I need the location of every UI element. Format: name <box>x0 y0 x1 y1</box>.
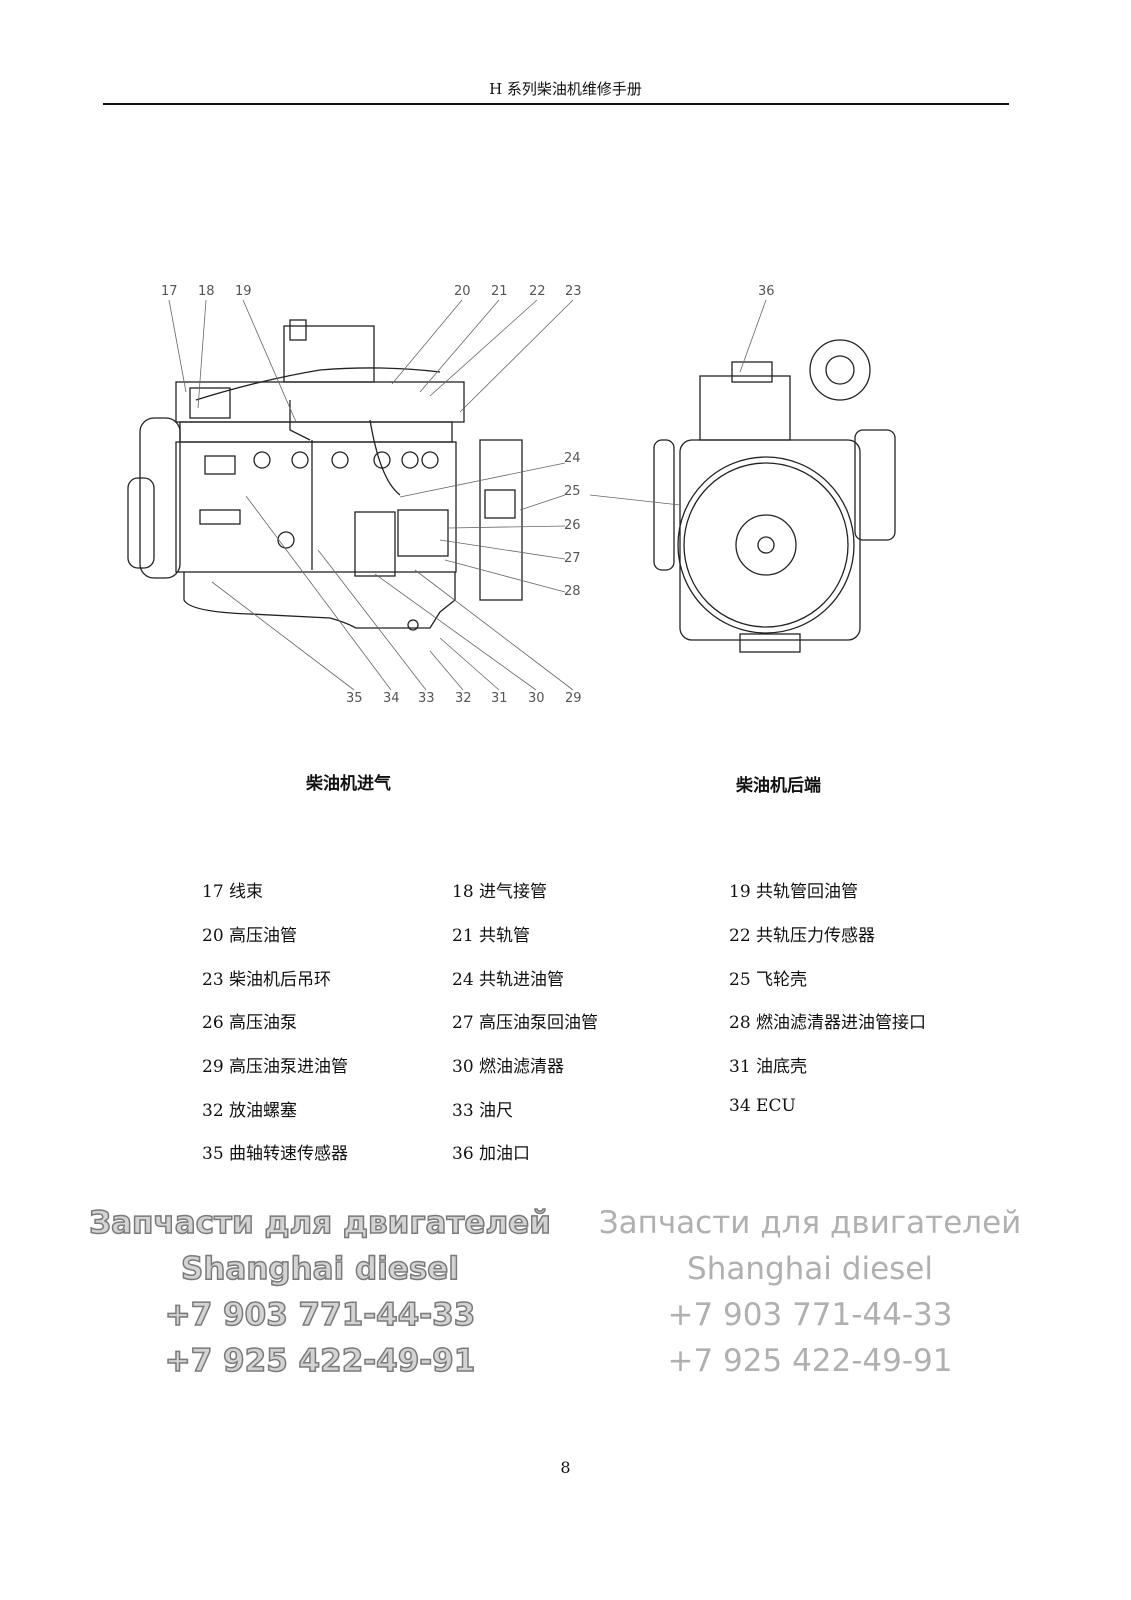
callout-18: 18 <box>198 284 215 299</box>
legend-item: 32 放油螺塞 <box>202 1101 298 1121</box>
engine-diagrams <box>127 299 896 691</box>
callout-33: 33 <box>418 691 435 706</box>
page-header: H 系列柴油机维修手册 <box>489 80 642 98</box>
legend-item: 29 高压油泵进油管 <box>202 1057 349 1077</box>
legend-item: 24 共轨进油管 <box>452 970 565 990</box>
callout-23: 23 <box>565 284 582 299</box>
watermark-text: Shanghai diesel <box>687 1251 933 1287</box>
leader-line-36 <box>739 299 767 373</box>
watermark-text: +7 903 771-44-33 <box>667 1297 953 1333</box>
legend-item: 23 柴油机后吊环 <box>202 970 332 990</box>
legend-item: 19 共轨管回油管 <box>729 882 859 902</box>
legend-item: 31 油底壳 <box>729 1057 808 1077</box>
callout-17: 17 <box>161 284 178 299</box>
callout-22: 22 <box>529 284 546 299</box>
legend-item: 33 油尺 <box>452 1101 514 1121</box>
legend-item: 36 加油口 <box>452 1144 531 1164</box>
callout-26: 26 <box>564 518 581 533</box>
watermark-text: +7 903 771-44-33 <box>164 1296 476 1334</box>
callout-27: 27 <box>564 551 581 566</box>
legend-item: 27 高压油泵回油管 <box>452 1013 599 1033</box>
callout-35: 35 <box>346 691 363 706</box>
legend-item: 28 燃油滤清器进油管接口 <box>729 1013 927 1033</box>
legend-item: 22 共轨压力传感器 <box>729 926 876 946</box>
callout-28: 28 <box>564 584 581 599</box>
legend-item: 20 高压油管 <box>202 926 298 946</box>
watermark-text: Запчасти для двигателей <box>598 1205 1022 1241</box>
legend-item: 18 进气接管 <box>452 882 548 902</box>
callout-29: 29 <box>565 691 582 706</box>
legend-item: 30 燃油滤清器 <box>452 1057 565 1077</box>
callout-36: 36 <box>758 284 775 299</box>
caption-intake-side: 柴油机进气 <box>306 774 391 794</box>
callout-32: 32 <box>455 691 472 706</box>
engine-intake-side-drawing <box>127 319 523 631</box>
callout-30: 30 <box>528 691 545 706</box>
callout-25: 25 <box>564 484 581 499</box>
legend-item: 26 高压油泵 <box>202 1013 298 1033</box>
legend-item: 21 共轨管 <box>452 926 531 946</box>
legend-item: 35 曲轴转速传感器 <box>202 1144 349 1164</box>
watermark-text: +7 925 422-49-91 <box>667 1343 953 1379</box>
legend-item: 34 ECU <box>729 1096 796 1116</box>
legend-item: 25 飞轮壳 <box>729 970 808 990</box>
exhaust-ports <box>253 451 439 469</box>
callout-21: 21 <box>491 284 508 299</box>
left-leader-lines <box>168 299 574 691</box>
callout-19: 19 <box>235 284 252 299</box>
callout-20: 20 <box>454 284 471 299</box>
header-rule <box>103 103 1009 105</box>
caption-rear-end: 柴油机后端 <box>736 776 821 796</box>
engine-rear-drawing <box>653 339 896 653</box>
watermark-text: +7 925 422-49-91 <box>164 1342 476 1380</box>
page-number: 8 <box>560 1458 571 1477</box>
legend-item: 17 线束 <box>202 882 264 902</box>
callout-24: 24 <box>564 451 581 466</box>
watermark-text: Запчасти для двигателей <box>88 1204 551 1242</box>
watermark-text: Shanghai diesel <box>180 1250 459 1288</box>
leader-line-25-rear <box>589 494 681 506</box>
callout-34: 34 <box>383 691 400 706</box>
callout-31: 31 <box>491 691 508 706</box>
